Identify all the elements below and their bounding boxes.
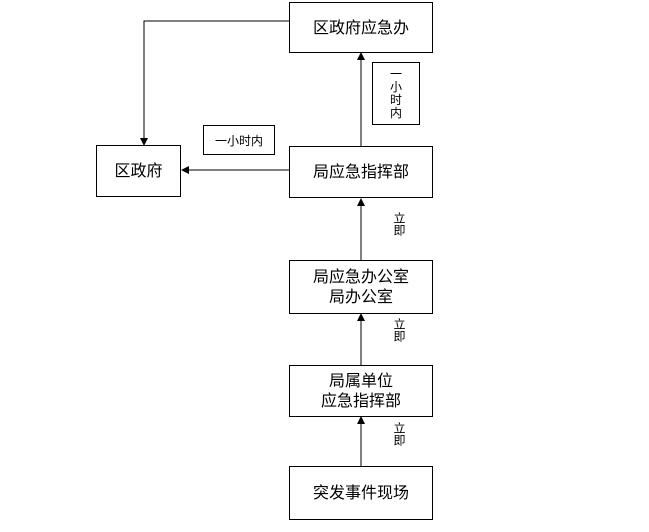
node-bureau-command-label: 局应急指挥部	[312, 162, 409, 181]
label-immediate-3: 立即	[392, 422, 406, 446]
node-bureau-office-line1: 局应急办公室	[312, 267, 409, 286]
node-incident-site: 突发事件现场	[289, 466, 433, 520]
node-unit-command-line1: 局属单位	[328, 371, 393, 390]
node-unit-command-line2: 应急指挥部	[320, 391, 401, 410]
label-immediate-2: 立即	[392, 318, 406, 342]
node-district-government-label: 区政府	[114, 161, 163, 180]
node-district-government: 区政府	[96, 145, 181, 197]
note-one-hour-horizontal: 一小时内	[203, 125, 275, 155]
node-bureau-command: 局应急指挥部	[289, 146, 433, 198]
node-district-emergency-office: 区政府应急办	[289, 2, 433, 53]
note-one-hour-vertical: 一 小 时 内	[372, 62, 420, 125]
node-unit-command: 局属单位 应急指挥部	[289, 365, 433, 417]
node-bureau-office-line2: 局办公室	[328, 287, 393, 306]
node-district-emergency-office-label: 区政府应急办	[312, 17, 409, 37]
label-immediate-1: 立即	[392, 212, 406, 236]
note-one-hour-vertical-char-1: 一	[389, 66, 402, 81]
note-one-hour-horizontal-text: 一小时内	[214, 133, 263, 148]
note-one-hour-vertical-char-3: 时	[389, 92, 402, 107]
arrow-emergency-office-to-government	[140, 20, 289, 146]
node-incident-site-label: 突发事件现场	[312, 483, 409, 502]
node-bureau-office: 局应急办公室 局办公室	[289, 260, 433, 314]
note-one-hour-vertical-char-2: 小	[389, 79, 402, 94]
note-one-hour-vertical-char-4: 内	[389, 105, 402, 120]
